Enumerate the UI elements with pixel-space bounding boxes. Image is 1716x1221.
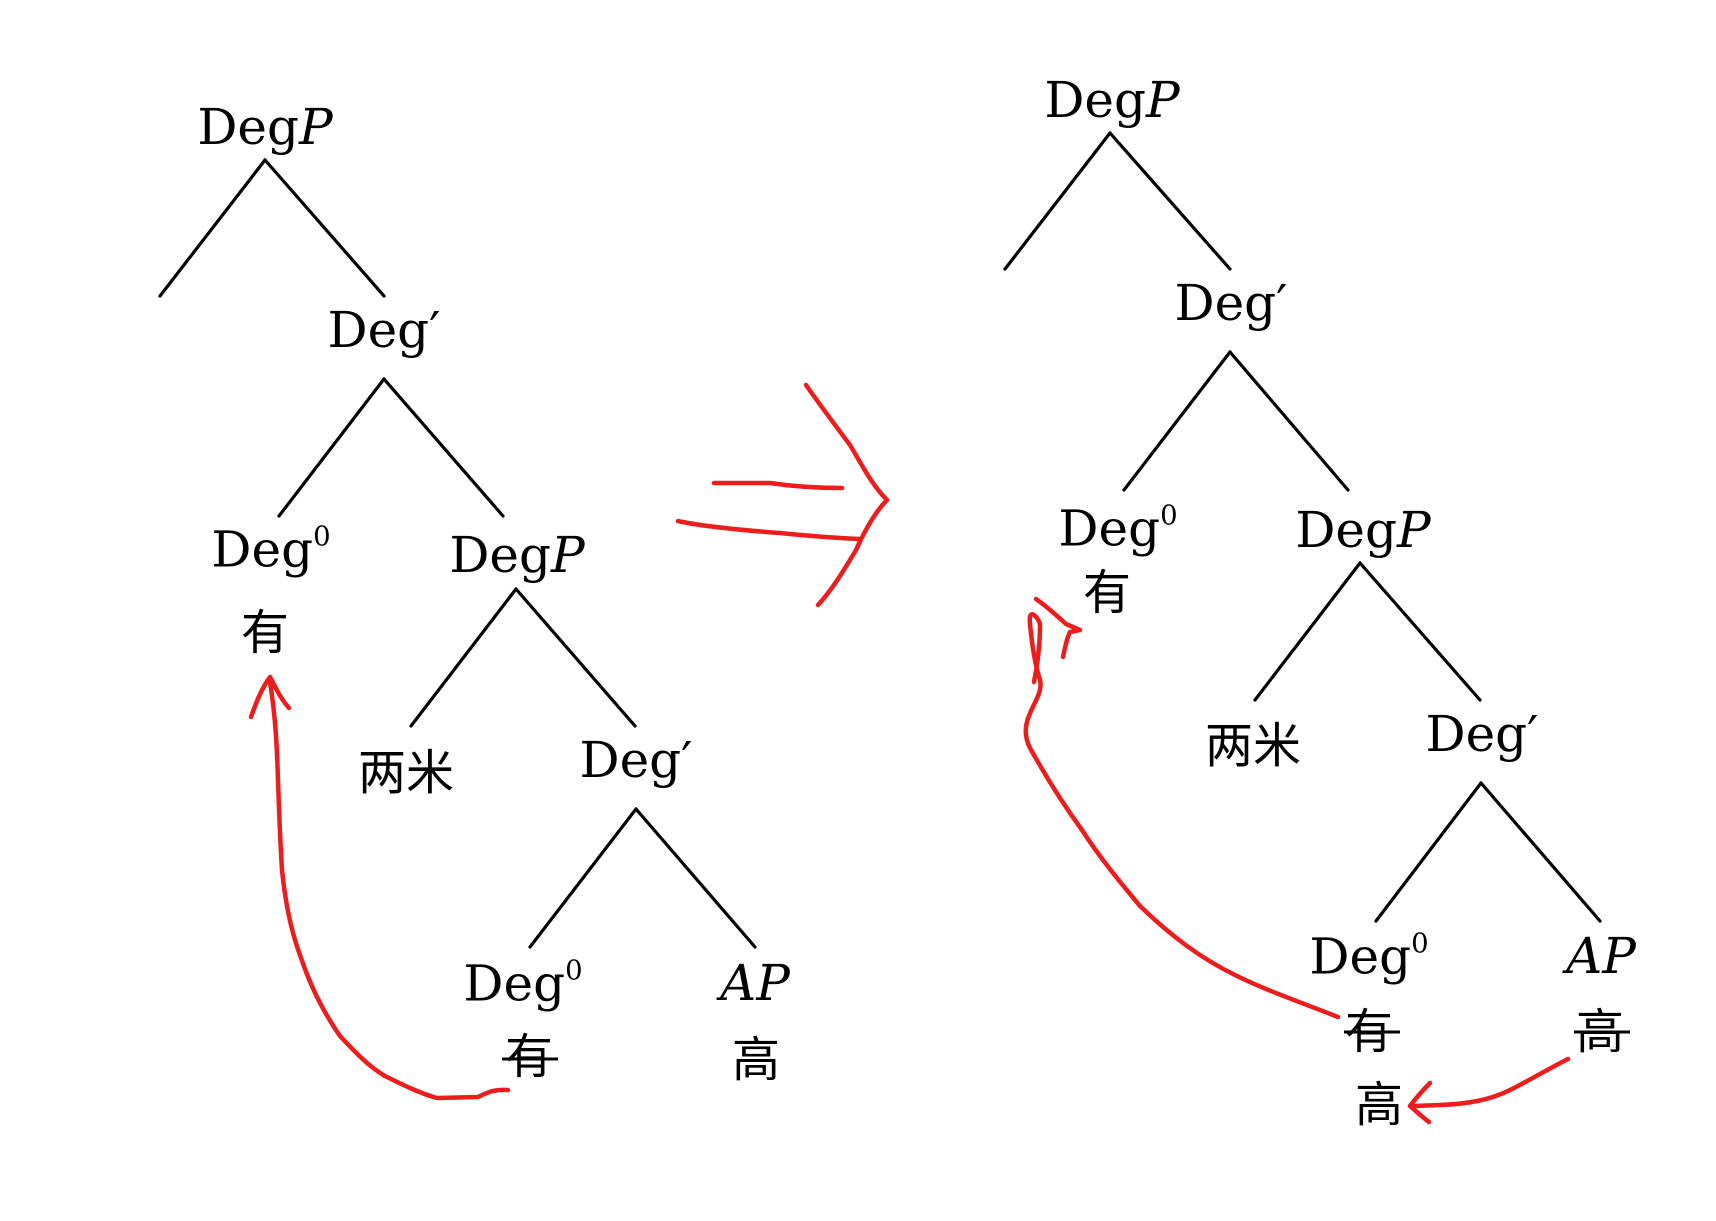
- left-you-1: 有: [240, 605, 290, 661]
- left-edge: [409, 587, 518, 728]
- left-deg0-2: Deg0: [463, 954, 583, 1013]
- left-liangmi: 两米: [357, 745, 455, 801]
- left-you-2-strike: [502, 1057, 558, 1061]
- left-movement-arrow: [267, 679, 511, 1101]
- right-degp-2: DegP: [1295, 501, 1431, 559]
- right-root-label: DegP: [1044, 71, 1180, 129]
- right-gao-moved: 高: [1354, 1077, 1404, 1133]
- right-deg0-2: Deg0: [1309, 927, 1429, 986]
- right-degbar-2: Deg′: [1425, 705, 1539, 763]
- left-edge: [382, 377, 505, 518]
- left-gao: 高: [731, 1032, 781, 1088]
- right-edge: [1122, 350, 1232, 492]
- left-deg0-1: Deg0: [211, 520, 331, 579]
- left-edge: [634, 807, 757, 949]
- right-ap: AP: [1566, 927, 1636, 985]
- right-edge: [1228, 350, 1350, 492]
- implication-arrow-upper: [711, 480, 845, 491]
- right-movement-arrow: [1023, 611, 1341, 1020]
- right-edge: [1253, 561, 1362, 702]
- left-edge: [263, 158, 386, 298]
- left-edge: [158, 158, 267, 298]
- left-degbar-2: Deg′: [579, 731, 693, 789]
- right-degbar-1: Deg′: [1174, 274, 1288, 332]
- right-you-1: 有: [1082, 565, 1132, 621]
- right-arrowhead: [1033, 596, 1083, 660]
- right-deg0-1: Deg0: [1058, 499, 1178, 558]
- right-gao-strike: [1574, 1030, 1630, 1034]
- left-arrowhead: [248, 674, 292, 720]
- left-edge: [514, 587, 637, 728]
- right-you-2-strike: [1344, 1030, 1400, 1034]
- right-edge: [1003, 131, 1112, 271]
- left-ap: AP: [720, 954, 790, 1012]
- left-degbar-1: Deg′: [327, 301, 441, 359]
- left-edge: [528, 807, 638, 949]
- left-edge: [277, 377, 386, 518]
- right-liangmi: 两米: [1204, 718, 1302, 774]
- ap-arrowhead: [1407, 1080, 1433, 1125]
- left-you-2: 有: [504, 1029, 554, 1085]
- right-edge: [1108, 131, 1232, 271]
- ap-movement-arrow: [1411, 1056, 1571, 1109]
- left-degp-2: DegP: [449, 526, 585, 584]
- right-edge: [1374, 781, 1483, 923]
- left-root-label: DegP: [197, 98, 333, 156]
- right-edge: [1479, 781, 1602, 923]
- implication-arrow-lower: [675, 518, 863, 542]
- implication-arrow-head: [803, 382, 890, 608]
- right-edge: [1358, 561, 1482, 702]
